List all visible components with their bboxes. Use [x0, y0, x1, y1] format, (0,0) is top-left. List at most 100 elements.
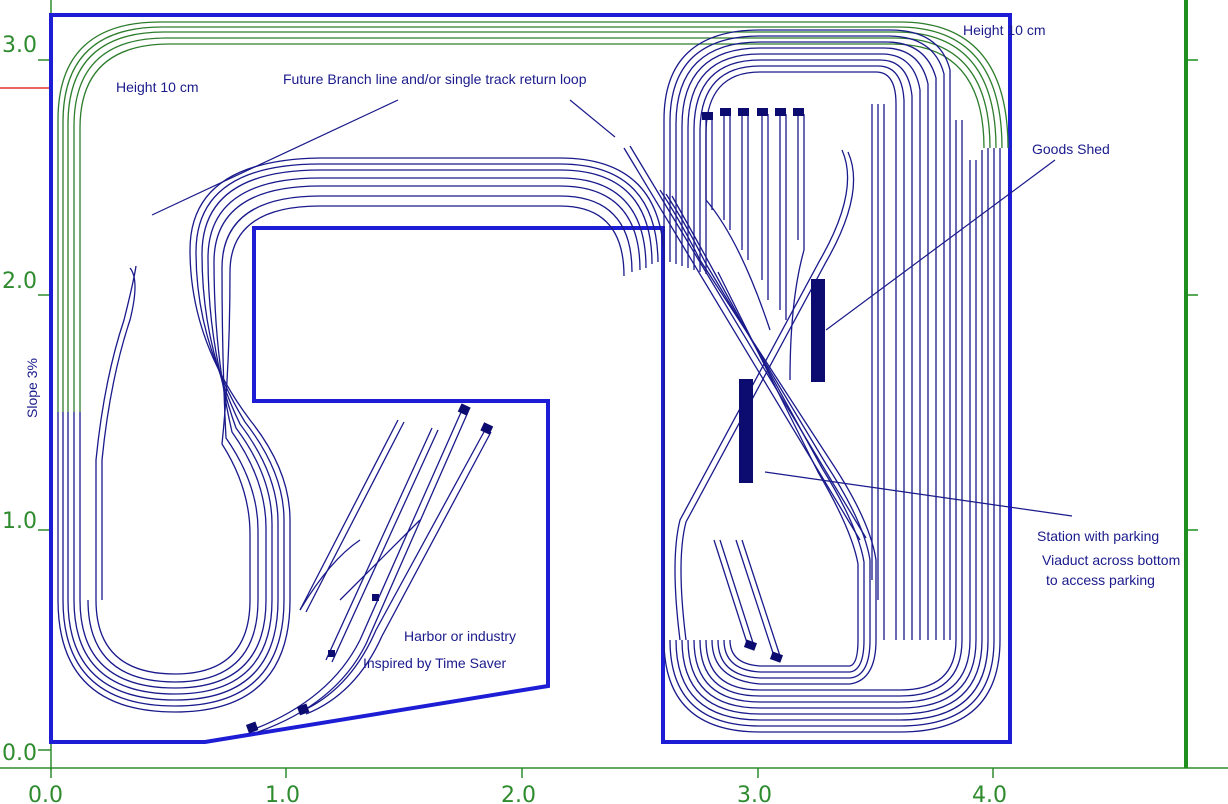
track: [299, 419, 399, 611]
track: [680, 151, 855, 641]
track: [713, 539, 749, 647]
track: [693, 160, 971, 703]
track: [623, 147, 861, 541]
buffer-stop: [457, 403, 471, 416]
track: [299, 539, 361, 611]
track: [325, 427, 433, 661]
left-board-outline: [49, 13, 1012, 744]
buffer-stop: [702, 112, 713, 120]
buffer-stop: [769, 651, 784, 663]
height-label-right: Height 10 cm: [963, 22, 1045, 38]
track: [299, 429, 486, 713]
track: [705, 120, 957, 691]
track: [674, 149, 849, 641]
track: [305, 421, 405, 613]
future-branch-label: Future Branch line and/or single track r…: [283, 71, 587, 87]
track: [705, 199, 771, 331]
track: [629, 145, 867, 539]
x-tick-label: 3.0: [737, 783, 772, 804]
track: [79, 185, 641, 689]
track: [735, 539, 775, 657]
track: [681, 150, 983, 715]
track: [251, 409, 463, 731]
track: [659, 189, 877, 685]
buffer-stop: [775, 108, 786, 116]
buffer-stop: [296, 703, 310, 716]
height-label-left: Height 10 cm: [116, 79, 198, 95]
track: [101, 267, 136, 600]
x-tick-label: 1.0: [265, 783, 300, 804]
grade-track: [57, 21, 1009, 412]
track: [675, 41, 937, 640]
station-parking-label: Station with parking: [1037, 528, 1159, 544]
track: [699, 65, 905, 640]
track: [95, 265, 137, 600]
viaduct-label-line2: to access parking: [1046, 572, 1155, 588]
leader-line: [151, 99, 399, 216]
leader-line: [825, 159, 1056, 331]
track: [339, 519, 421, 601]
track: [663, 29, 951, 640]
buffer-stop: [372, 594, 379, 601]
station-platform: [739, 379, 753, 483]
time-saver-label: Inspired by Time Saver: [363, 655, 507, 671]
track: [669, 148, 995, 727]
y-tick-label: 1.0: [2, 509, 37, 534]
x-tick-label: 0.0: [28, 783, 63, 804]
x-tick-label: 4.0: [972, 783, 1007, 804]
track: [331, 429, 439, 663]
grade-tracks: [57, 21, 1009, 412]
track: [257, 411, 469, 733]
track: [699, 120, 963, 697]
track: [671, 195, 865, 673]
leader-lines: [151, 99, 1073, 517]
grade-track: [67, 31, 997, 412]
buffer-stop: [738, 108, 749, 116]
harbor-tracks: [245, 403, 494, 734]
goods-shed: [811, 279, 825, 382]
track: [57, 157, 665, 713]
leader-line: [569, 99, 616, 138]
baseboard-outline: [49, 13, 1012, 744]
grade-track: [62, 26, 1003, 412]
grade-track: [73, 37, 991, 412]
track: [687, 53, 921, 640]
buffer-stop: [480, 422, 494, 435]
buffer-stop: [793, 108, 804, 116]
buffer-stop: [757, 108, 768, 116]
track: [705, 71, 897, 640]
buffer-stop: [245, 721, 259, 734]
track: [95, 205, 625, 675]
buffer-stop: [743, 639, 758, 651]
track: [687, 160, 977, 709]
track: [717, 271, 859, 667]
track: [789, 249, 805, 381]
y-tick-label: 3.0: [2, 33, 37, 58]
track: [663, 148, 1001, 733]
buffer-stop: [328, 650, 335, 657]
track: [67, 169, 653, 701]
track: [719, 539, 755, 647]
track: [87, 195, 633, 683]
y-tick-label: 2.0: [2, 269, 37, 294]
track: [741, 539, 781, 657]
y-tick-label: 0.0: [2, 741, 37, 766]
track: [693, 59, 913, 640]
leader-line: [764, 471, 1073, 517]
left-loop-tracks: [57, 157, 665, 713]
slope-label: Slope 3%: [24, 358, 40, 418]
viaduct-label-line1: Viaduct across bottom: [1042, 552, 1180, 568]
right-board-tracks: [623, 29, 1001, 733]
grade-track: [79, 43, 985, 412]
annotations: Height 10 cm Height 10 cm Future Branch …: [24, 22, 1180, 671]
harbor-label: Harbor or industry: [404, 628, 516, 644]
track: [62, 163, 659, 707]
x-tick-label: 2.0: [501, 783, 536, 804]
track: [73, 177, 647, 695]
goods-shed-label: Goods Shed: [1032, 141, 1110, 157]
track: [665, 193, 871, 679]
track: [305, 431, 492, 715]
track: [669, 35, 945, 640]
